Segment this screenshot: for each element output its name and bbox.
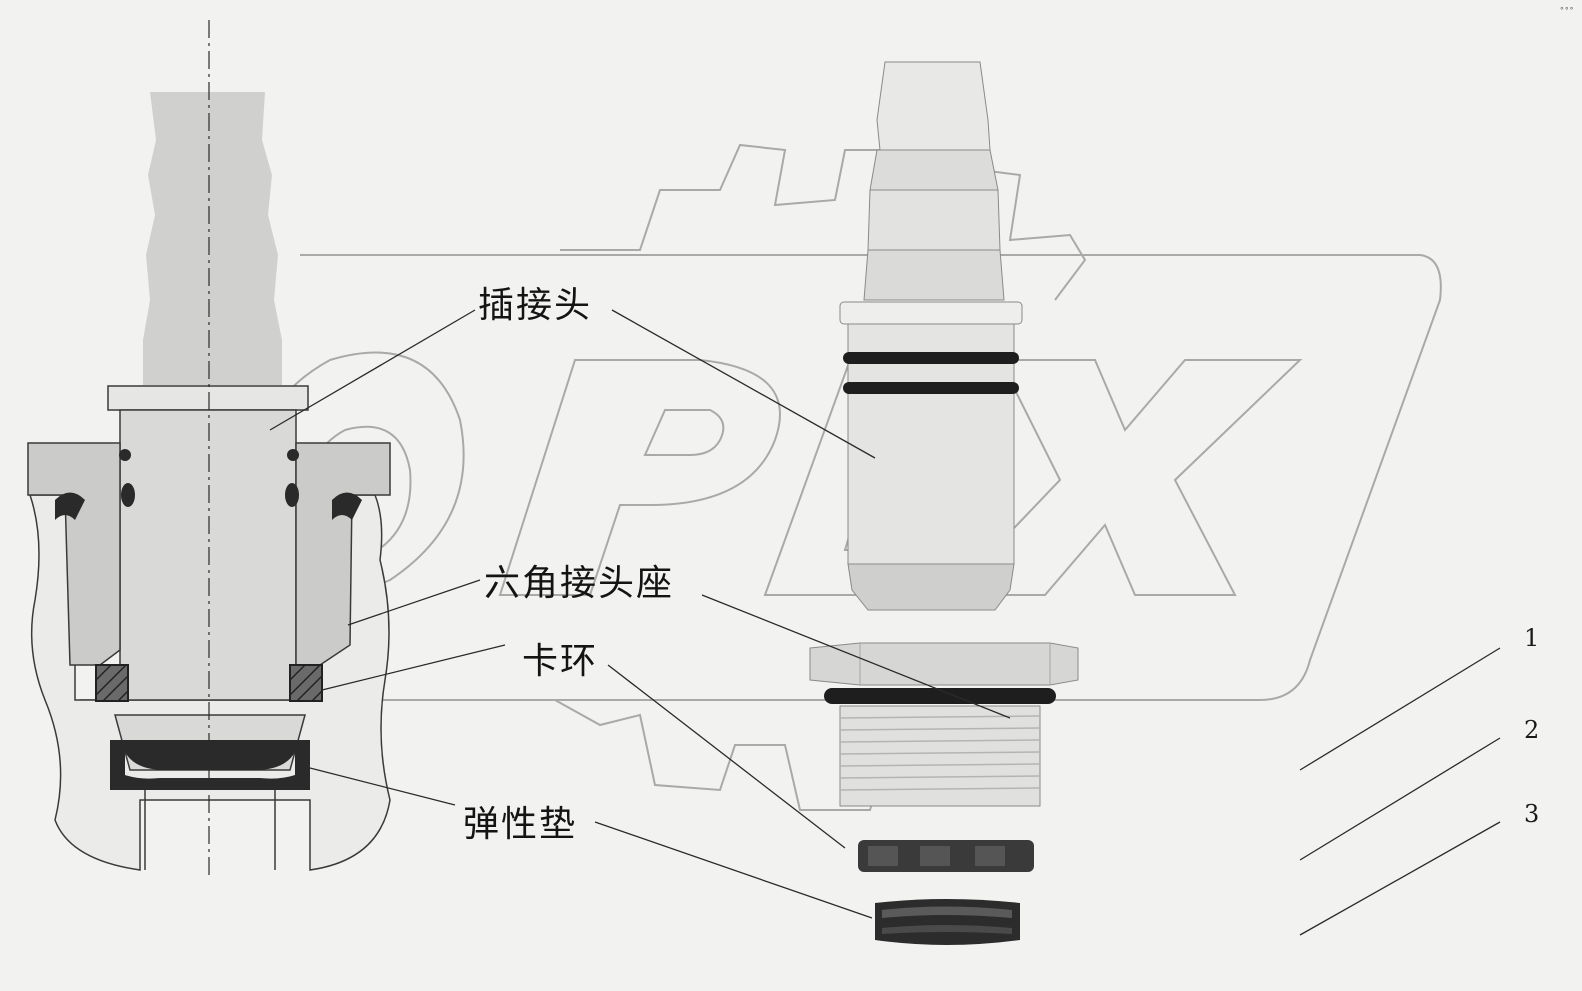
plug-body — [119, 409, 297, 701]
leader-num-1 — [1299, 647, 1501, 771]
o-ring — [119, 449, 131, 461]
leader-num-2 — [1299, 737, 1501, 861]
plug-o-ring-1 — [843, 352, 1019, 364]
leader-pad-right — [594, 821, 873, 919]
snap-ring-photo — [858, 840, 1034, 872]
hex-socket-left — [27, 442, 121, 666]
label-plug-connector: 插接头 — [478, 285, 593, 326]
plug-o-ring-2 — [843, 382, 1019, 394]
cross-section-drawing — [27, 20, 391, 880]
elastic-pad-section — [110, 740, 310, 790]
label-elastic-pad: 弹性垫 — [463, 804, 578, 845]
label-hex-socket: 六角接头座 — [484, 563, 675, 604]
leader-plug-right — [611, 309, 876, 459]
elastic-pad-photo — [875, 899, 1020, 945]
callout-number-2: 2 — [1524, 716, 1540, 744]
hex-socket-o-ring — [824, 688, 1056, 704]
watermark-letter-p — [498, 359, 781, 596]
hex-socket-photo — [809, 642, 1079, 807]
leader-snap-left — [321, 644, 506, 691]
plug-connector-photo — [839, 61, 1023, 611]
leader-num-3 — [1299, 821, 1501, 936]
watermark-frame — [80, 254, 1442, 701]
leader-lines — [269, 309, 1501, 936]
exploded-parts — [809, 61, 1079, 945]
leader-snap-right — [607, 664, 846, 849]
plug-barbed-tube — [143, 92, 282, 385]
plug-flange — [107, 385, 309, 411]
callout-number-1: 1 — [1524, 624, 1540, 652]
snap-ring-section — [95, 664, 323, 702]
leader-hex-left — [347, 579, 481, 626]
corner-mark: °°° — [1559, 6, 1574, 15]
leader-pad-left — [309, 767, 456, 806]
leader-plug-left — [269, 309, 476, 431]
callout-number-3: 3 — [1524, 800, 1540, 828]
label-snap-ring: 卡环 — [522, 641, 599, 682]
leader-hex-right — [701, 594, 1011, 719]
watermark-gear — [560, 143, 1087, 301]
